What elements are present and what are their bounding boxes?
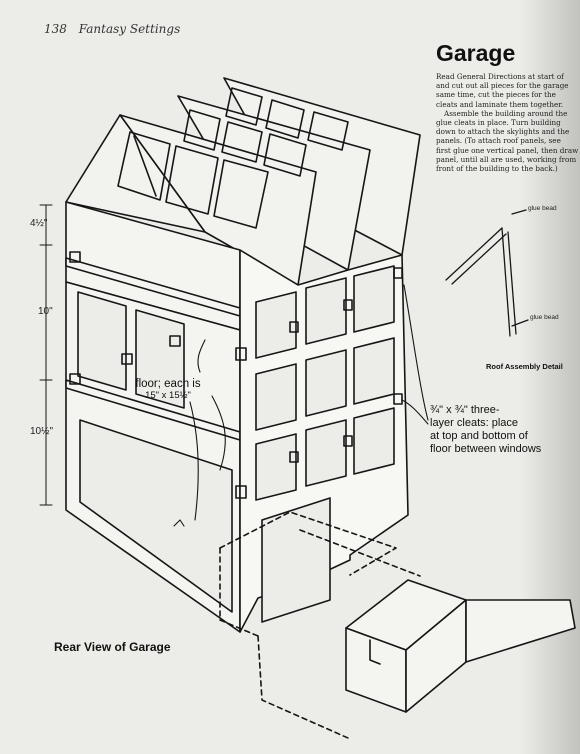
cleat-annotation-line4: floor between windows xyxy=(430,443,542,455)
text-line: down to attach the skylights and the xyxy=(436,127,570,137)
cleat-annotation-line1: ¾" x ¾" three- xyxy=(430,404,500,416)
text-line: and cut out all pieces for the garage xyxy=(436,81,569,91)
ramp-block xyxy=(345,579,576,713)
text-line: first glue one vertical panel, then draw xyxy=(436,145,579,155)
figure-caption: Rear View of Garage xyxy=(54,640,171,654)
text-line: front of the building to the back.) xyxy=(436,164,558,174)
floor-annotation-line1: floor; each is xyxy=(135,378,201,390)
glue-bead-label-bottom: glue bead xyxy=(530,314,559,321)
instructions-text: Read General Directions at start of and … xyxy=(436,72,580,173)
cleat-annotation-line3: at top and bottom of xyxy=(430,430,528,442)
glue-bead-label-top: glue bead xyxy=(528,205,557,212)
running-title: Fantasy Settings xyxy=(78,22,181,36)
page-number: 138 xyxy=(44,22,67,36)
dimension-bottom: 10½" xyxy=(30,426,54,437)
floor-annotation: floor; each is 15" x 15½" xyxy=(118,378,218,402)
text-line: same time, cut the pieces for the xyxy=(436,90,556,100)
section-title: Garage xyxy=(436,40,516,66)
front-wall xyxy=(235,249,409,633)
cleat-annotation-line2: layer cleats: place xyxy=(430,417,519,429)
dimension-line xyxy=(39,204,53,506)
roof-assembly-detail xyxy=(445,209,529,337)
side-frame xyxy=(65,201,241,633)
running-header: 138 Fantasy Settings xyxy=(44,22,180,36)
text-line: Read General Directions at start of xyxy=(436,72,564,81)
text-line: Assemble the building around the xyxy=(444,108,568,118)
text-line: panels. (To attach roof panels, see xyxy=(436,136,561,146)
text-line: glue cleats in place. Turn building xyxy=(436,118,561,128)
cleat-annotation: ¾" x ¾" three- layer cleats: place at to… xyxy=(430,404,541,456)
leader-lines xyxy=(173,284,429,527)
dimension-top: 4½" xyxy=(30,218,48,229)
text-line: panel, until all are used, working from xyxy=(436,154,577,164)
floor-annotation-line2: 15" x 15½" xyxy=(145,390,191,401)
roof-frames xyxy=(65,77,421,286)
dimension-middle: 10" xyxy=(38,306,53,317)
roof-detail-caption: Roof Assembly Detail xyxy=(486,362,563,371)
base-outline xyxy=(219,511,421,739)
text-line: cleats and laminate them together. xyxy=(436,99,564,109)
